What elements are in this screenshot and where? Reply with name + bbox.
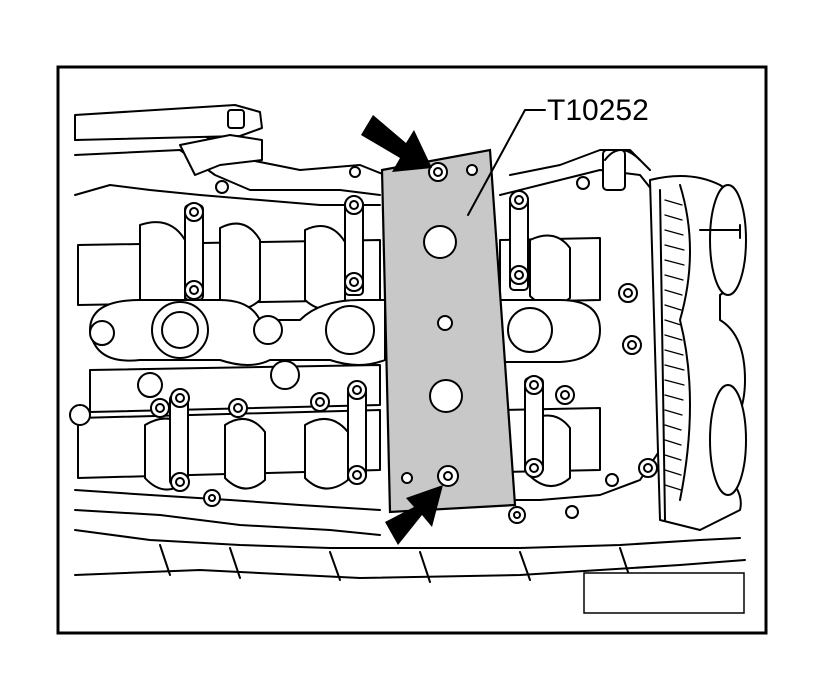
timing-chain	[602, 149, 747, 531]
upper-arm	[74, 104, 263, 176]
label-leader-line	[467, 109, 546, 216]
tie-bars-left	[169, 194, 544, 486]
bolts	[150, 166, 658, 524]
arrow-pointer-icon	[361, 115, 432, 172]
tool-label: T10252	[547, 94, 649, 127]
figure-code-box	[583, 572, 745, 614]
locking-tool-t10252	[380, 148, 517, 514]
arrow-pointer-icon	[385, 485, 443, 545]
